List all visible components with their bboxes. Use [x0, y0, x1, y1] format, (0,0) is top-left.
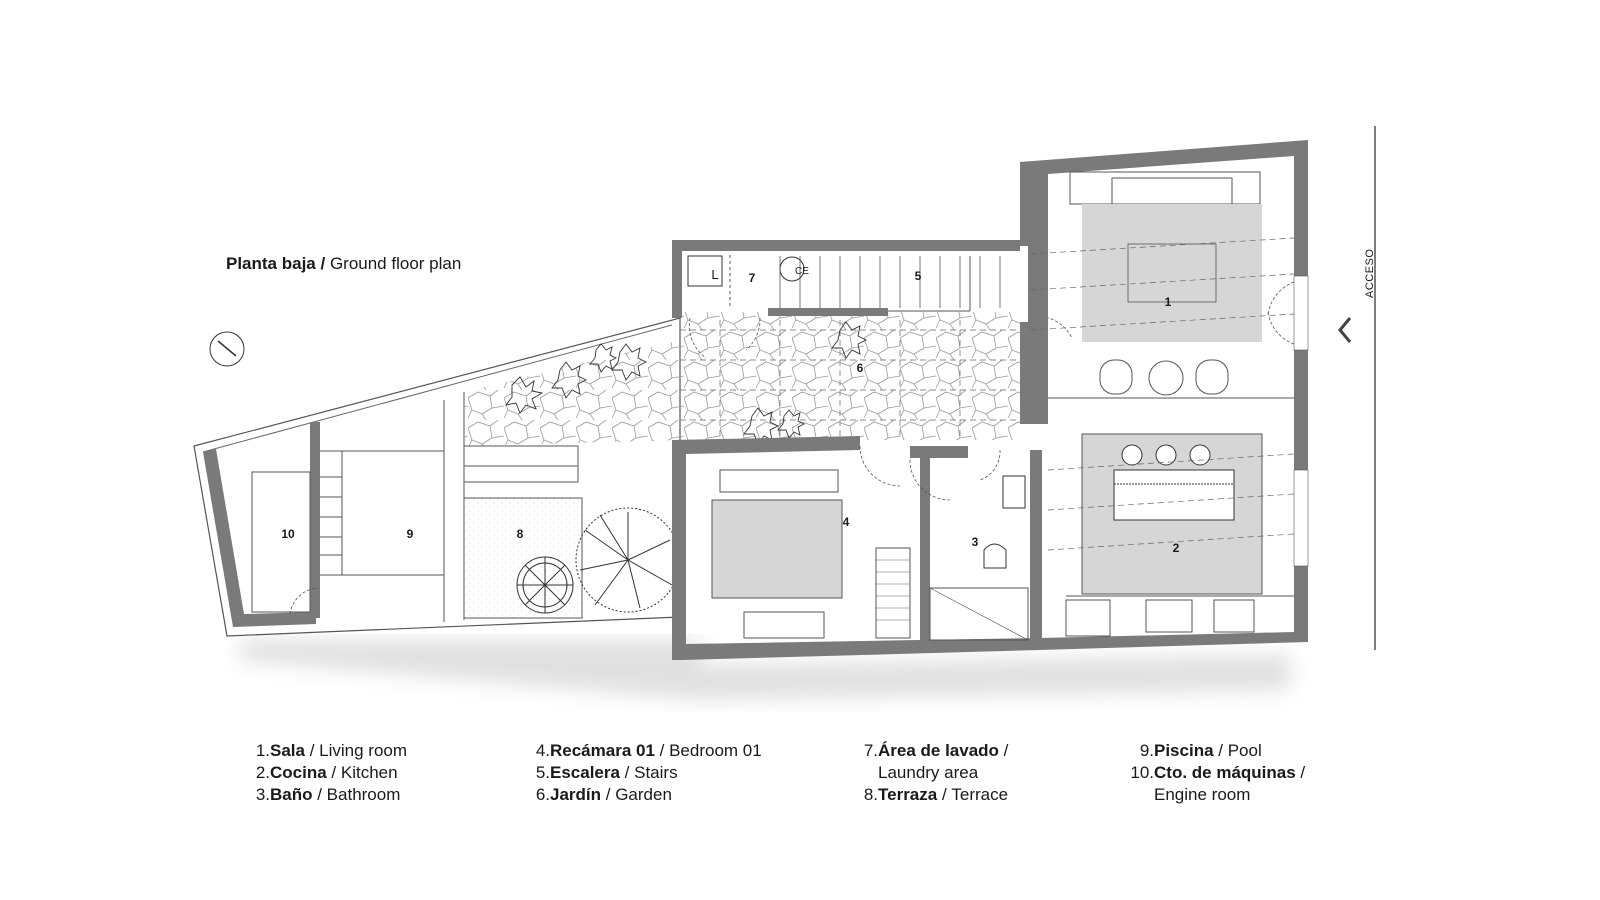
legend-item: 7.Área de lavado / — [863, 741, 1009, 760]
room-label-3: 3 — [972, 535, 979, 549]
room-label-4: 4 — [843, 515, 850, 529]
access-arrow-icon — [1338, 317, 1352, 343]
legend-item: 4.Recámara 01 / Bedroom 01 — [535, 741, 762, 760]
room-label-7: 7 — [749, 271, 756, 285]
main-block — [1020, 140, 1309, 650]
ce-label: CE — [795, 266, 809, 277]
pool — [341, 450, 445, 576]
bed — [711, 499, 843, 599]
legend-item: 1.Sala / Living room — [255, 741, 408, 760]
legend-item-continuation: Laundry area — [878, 763, 979, 782]
legend-item: 2.Cocina / Kitchen — [255, 763, 398, 782]
left-wing — [193, 317, 681, 637]
garden-plants-icon — [743, 321, 868, 445]
legend-column-4: 9.Piscina / Pool 10.Cto. de máquinas / E… — [1128, 740, 1305, 806]
dining-chairs — [1099, 359, 1229, 396]
legend-item: 5.Escalera / Stairs — [535, 763, 678, 782]
legend-column-1: 1.Sala / Living room 2.Cocina / Kitchen … — [254, 740, 407, 806]
legend-column-3: 7.Área de lavado / Laundry area 8.Terraz… — [862, 740, 1009, 806]
legend-item: 8.Terraza / Terrace — [863, 785, 1009, 804]
umbrella-icon — [516, 556, 574, 614]
plants-icon — [504, 343, 648, 414]
legend-item: 9.Piscina / Pool — [1139, 741, 1262, 760]
title-regular: Ground floor plan — [329, 254, 462, 273]
room-label-6: 6 — [857, 361, 864, 375]
engine-room-walls — [203, 449, 316, 627]
legend-item-continuation: Engine room — [1154, 785, 1251, 804]
room-label-10: 10 — [281, 527, 295, 541]
center-block — [672, 240, 1073, 445]
room-label-9: 9 — [407, 527, 414, 541]
legend-column-2: 4.Recámara 01 / Bedroom 01 5.Escalera / … — [534, 740, 762, 806]
access-label: ACCESO — [1364, 248, 1376, 298]
legend-item: 3.Baño / Bathroom — [255, 785, 401, 804]
north-arrow-icon — [209, 331, 245, 367]
terrace-area — [463, 497, 583, 619]
title-bold: Planta baja / — [226, 254, 326, 273]
toilet-icon — [983, 543, 1007, 569]
room-label-8: 8 — [517, 527, 524, 541]
room-label-2: 2 — [1173, 541, 1180, 555]
legend-item: 6.Jardín / Garden — [535, 785, 672, 804]
room-label-1: 1 — [1165, 295, 1172, 309]
page-title: Planta baja / Ground floor plan — [226, 254, 461, 274]
living-rug — [1082, 204, 1262, 342]
laundry-sink-label: L — [711, 267, 718, 282]
bedroom-block — [672, 436, 1042, 660]
legend-item: 10.Cto. de máquinas / — [1130, 763, 1306, 782]
room-label-5: 5 — [915, 269, 922, 283]
building-shadow — [240, 640, 1290, 700]
